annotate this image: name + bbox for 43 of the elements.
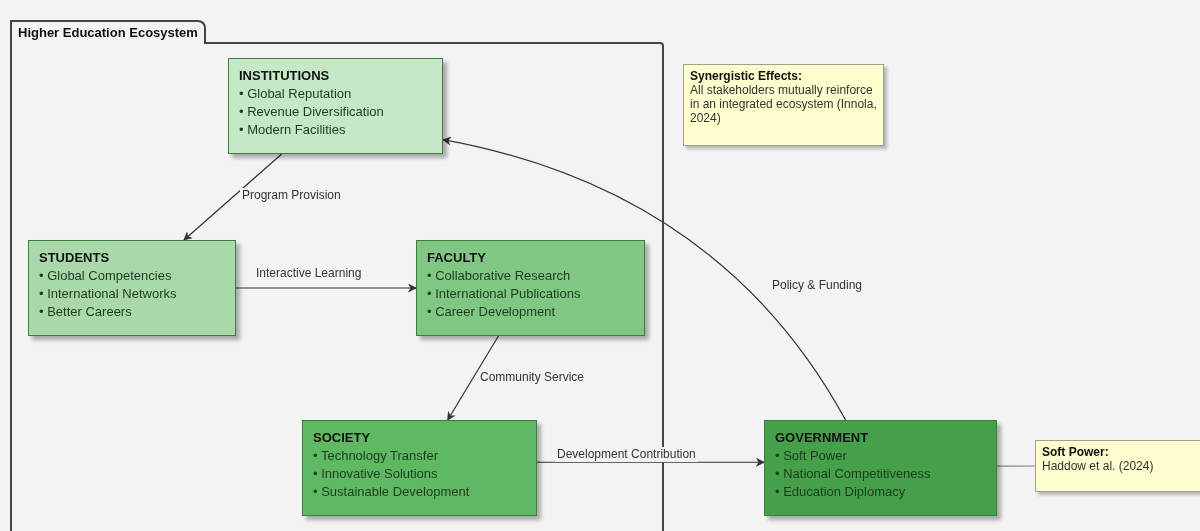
arrow bbox=[536, 457, 765, 467]
bullet-item: • Better Careers bbox=[39, 303, 133, 321]
stakeholder-box bbox=[416, 240, 645, 336]
edge-label: Policy & Funding bbox=[770, 278, 865, 293]
box-heading: INSTITUTIONS bbox=[239, 67, 331, 85]
note-heading: Synergistic Effects: bbox=[690, 69, 804, 83]
bullet-item: • National Competitiveness bbox=[775, 465, 932, 483]
bullet-item: • Global Reputation bbox=[239, 85, 353, 103]
bullet-item: • Modern Facilities bbox=[239, 121, 347, 139]
bullet-item: • Revenue Diversification bbox=[239, 103, 385, 121]
bullet-item: • Career Development bbox=[427, 303, 557, 321]
box-heading: FACULTY bbox=[427, 249, 487, 267]
bullet-item: • Technology Transfer bbox=[313, 447, 439, 465]
bullet-item: • Innovative Solutions bbox=[313, 465, 439, 483]
note-card bbox=[683, 64, 884, 146]
arrow bbox=[442, 136, 847, 421]
edge-label: Program Provision bbox=[240, 188, 343, 203]
box-heading: SOCIETY bbox=[313, 429, 372, 447]
bullet-item: • International Publications bbox=[427, 285, 582, 303]
arrow bbox=[235, 283, 417, 293]
edge-label: Interactive Learning bbox=[254, 266, 364, 281]
box-heading: GOVERNMENT bbox=[775, 429, 870, 447]
box-heading: STUDENTS bbox=[39, 249, 111, 267]
bullet-item: • Global Competencies bbox=[39, 267, 173, 285]
edge-label: Community Service bbox=[478, 370, 587, 385]
bullet-item: • Education Diplomacy bbox=[775, 483, 907, 501]
stakeholder-box bbox=[28, 240, 236, 336]
bullet-item: • International Networks bbox=[39, 285, 178, 303]
package-title: Higher Education Ecosystem bbox=[10, 20, 206, 44]
note-text: All stakeholders mutually reinforce in an integrated ecosystem (Innola, 2024) bbox=[690, 83, 877, 125]
connector-line bbox=[996, 465, 1036, 467]
bullet-item: • Soft Power bbox=[775, 447, 848, 465]
bullet-item: • Collaborative Research bbox=[427, 267, 572, 285]
bullet-item: • Sustainable Development bbox=[313, 483, 471, 501]
stakeholder-box bbox=[228, 58, 443, 154]
stakeholder-box bbox=[764, 420, 997, 516]
stakeholder-box bbox=[302, 420, 537, 516]
note-heading: Soft Power: bbox=[1042, 445, 1110, 459]
note-card bbox=[1035, 440, 1200, 492]
arrow bbox=[183, 153, 283, 241]
arrow bbox=[447, 335, 500, 421]
note-text: Haddow et al. (2024) bbox=[1042, 459, 1155, 473]
edge-label: Development Contribution bbox=[555, 447, 698, 462]
